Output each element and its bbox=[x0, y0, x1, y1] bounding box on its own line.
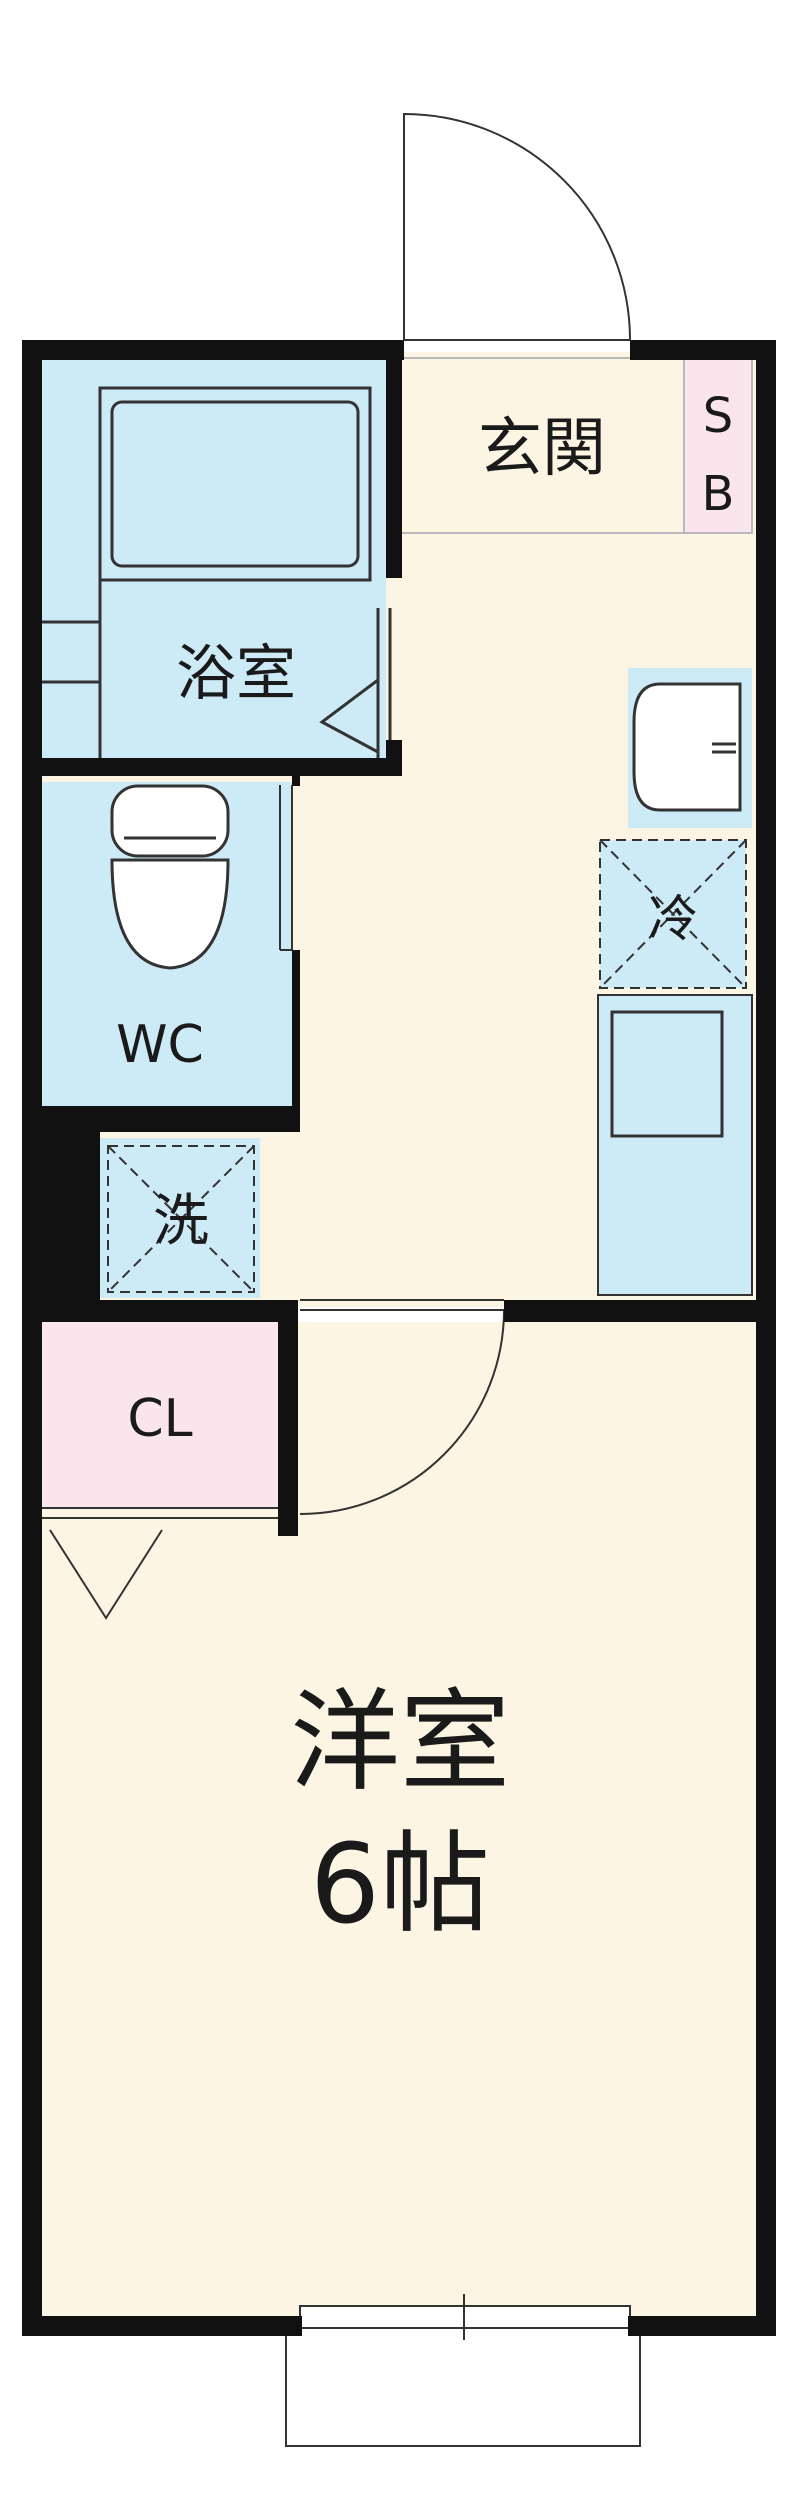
wall-toilet-right bbox=[292, 776, 300, 786]
wall-mid-right bbox=[504, 1300, 776, 1322]
toilet-bowl bbox=[110, 858, 230, 970]
washer-outline bbox=[107, 1145, 255, 1293]
walls bbox=[22, 340, 776, 2336]
bathroom-door-swing bbox=[319, 678, 379, 754]
label-western-room-size: 6帖 bbox=[310, 1820, 490, 1948]
fixtures bbox=[38, 112, 747, 2447]
fridge-outline bbox=[599, 839, 747, 989]
kitchen-counter bbox=[597, 994, 753, 1296]
label-toilet: WC bbox=[116, 1015, 204, 1075]
wall-top-left bbox=[22, 340, 404, 360]
wall-top-right bbox=[630, 340, 776, 360]
bathtub bbox=[98, 386, 372, 582]
wall-bath-right bbox=[386, 340, 402, 578]
wall-toilet-bottom bbox=[22, 1106, 300, 1132]
label-refrigerator: 冷 bbox=[648, 890, 698, 948]
label-western-room: 洋室 bbox=[290, 1678, 510, 1806]
label-closet: CL bbox=[127, 1389, 192, 1449]
room-fills bbox=[38, 352, 758, 2324]
wall-right bbox=[756, 340, 776, 2336]
wall-bath-bottom bbox=[22, 758, 402, 776]
wall-left bbox=[22, 340, 42, 2336]
label-washer: 洗 bbox=[153, 1189, 209, 1254]
closet-door-swing bbox=[49, 1529, 163, 1620]
labels: 玄関 S B 浴室 冷 WC 洗 CL 洋室 6帖 bbox=[116, 388, 734, 1948]
wash-basin bbox=[632, 682, 742, 812]
wall-closet-right bbox=[278, 1300, 298, 1536]
label-shoebox-b: B bbox=[702, 466, 735, 522]
wall-bottom-left bbox=[22, 2316, 302, 2336]
room-door-swing bbox=[299, 1309, 506, 1515]
bathtub-inner bbox=[110, 400, 360, 568]
balcony-outline bbox=[285, 2330, 641, 2447]
label-bathroom: 浴室 bbox=[176, 639, 296, 709]
wall-bottom-right bbox=[628, 2316, 776, 2336]
closet-floor-top bbox=[38, 1322, 278, 1508]
wall-washer-left bbox=[42, 1132, 100, 1302]
wall-toilet-right-low bbox=[292, 950, 300, 1132]
entrance-door-swing bbox=[403, 112, 631, 341]
label-shoebox-s: S bbox=[703, 388, 733, 444]
wall-mid-left bbox=[22, 1300, 298, 1322]
genkan-floor bbox=[399, 357, 685, 534]
toilet-tank bbox=[110, 784, 230, 858]
cooktop bbox=[610, 1010, 724, 1138]
bathroom-floor bbox=[38, 358, 386, 758]
label-genkan: 玄関 bbox=[478, 412, 606, 486]
